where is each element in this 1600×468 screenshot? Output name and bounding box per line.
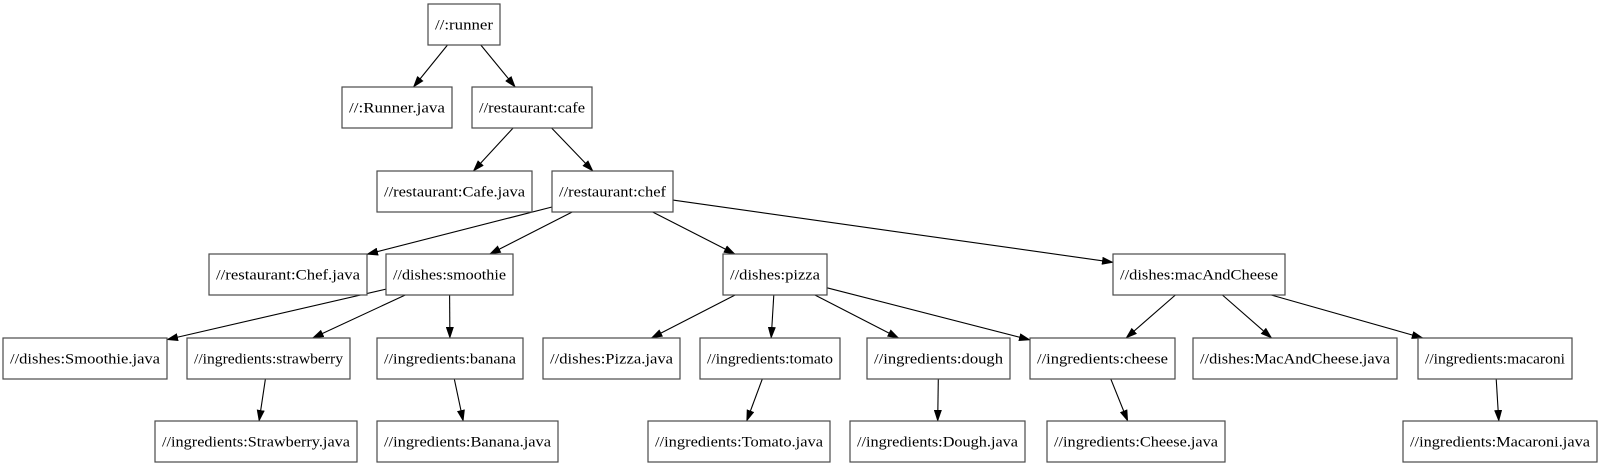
graph-node-banana_java: //ingredients:Banana.java (376, 420, 559, 463)
node-box-cheese (1029, 337, 1176, 380)
node-label-runner: //:runner (435, 18, 493, 34)
node-label-dough: //ingredients:dough (874, 352, 1004, 368)
edge-cheese-to-cheese_java (1110, 378, 1129, 422)
node-label-strawberry: //ingredients:strawberry (194, 352, 344, 368)
node-box-chef (551, 170, 674, 213)
edge-cafe-to-cafe_java (472, 127, 514, 172)
edge-chef-to-mac_and_cheese (672, 199, 1114, 265)
nodes-layer: //:runner //:Runner.java //restaurant:cafe… (2, 3, 1598, 463)
node-label-tomato_java: //ingredients:Tomato.java (655, 435, 823, 451)
graph-node-strawberry: //ingredients:strawberry (186, 337, 351, 380)
graph-node-tomato_java: //ingredients:Tomato.java (647, 420, 831, 463)
graph-node-runner_java: //:Runner.java (341, 86, 453, 129)
graph-node-mac_and_cheese: //dishes:macAndCheese (1112, 253, 1286, 296)
edge-pizza-to-dough (814, 294, 900, 339)
graph-node-cheese: //ingredients:cheese (1029, 337, 1176, 380)
node-label-macaroni_java: //ingredients:Macaroni.java (1410, 435, 1590, 451)
graph-node-smoothie: //dishes:smoothie (385, 253, 514, 296)
node-label-dough_java: //ingredients:Dough.java (857, 435, 1018, 451)
node-label-cheese: //ingredients:cheese (1037, 352, 1168, 368)
node-label-banana: //ingredients:banana (384, 352, 516, 368)
edge-mac_and_cheese-to-mac_and_cheese_java (1222, 294, 1273, 339)
graph-node-runner: //:runner (427, 3, 501, 46)
graph-node-macaroni: //ingredients:macaroni (1417, 337, 1573, 380)
node-label-banana_java: //ingredients:Banana.java (384, 435, 551, 451)
graph-node-banana: //ingredients:banana (376, 337, 524, 380)
edge-chef-to-smoothie (488, 211, 573, 255)
edge-pizza-to-pizza_java (650, 294, 736, 339)
node-box-mac_and_cheese_java (1192, 337, 1398, 380)
node-box-strawberry_java (154, 420, 358, 463)
node-label-cafe_java: //restaurant:Cafe.java (384, 185, 525, 201)
node-box-tomato (699, 337, 841, 380)
node-box-macaroni_java (1402, 420, 1598, 463)
node-label-macaroni: //ingredients:macaroni (1425, 352, 1565, 368)
edge-mac_and_cheese-to-macaroni (1271, 294, 1424, 339)
graph-node-cheese_java: //ingredients:Cheese.java (1046, 420, 1226, 463)
node-box-cafe_java (376, 170, 533, 213)
node-box-runner (427, 3, 501, 46)
edge-chef-to-chef_java (366, 206, 553, 256)
edge-strawberry-to-strawberry_java (256, 378, 266, 422)
node-box-dough (866, 337, 1011, 380)
edge-runner-to-runner_java (412, 44, 448, 88)
node-box-macaroni (1417, 337, 1573, 380)
node-label-mac_and_cheese_java: //dishes:MacAndCheese.java (1200, 352, 1390, 368)
graph-node-pizza: //dishes:pizza (722, 253, 828, 296)
edge-dough-to-dough_java (933, 378, 942, 422)
graph-node-dough: //ingredients:dough (866, 337, 1011, 380)
node-label-pizza: //dishes:pizza (730, 268, 820, 284)
node-box-pizza (722, 253, 828, 296)
edge-banana-to-banana_java (453, 378, 465, 422)
graph-node-tomato: //ingredients:tomato (699, 337, 841, 380)
node-box-runner_java (341, 86, 453, 129)
node-label-runner_java: //:Runner.java (349, 101, 445, 117)
edge-cafe-to-chef (551, 127, 594, 172)
node-label-smoothie: //dishes:smoothie (393, 268, 506, 284)
node-box-chef_java (208, 253, 368, 296)
edge-smoothie-to-smoothie_java (166, 288, 387, 342)
node-label-cheese_java: //ingredients:Cheese.java (1054, 435, 1218, 451)
edge-smoothie-to-strawberry (311, 294, 406, 339)
edge-pizza-to-cheese (826, 287, 1031, 342)
node-box-cheese_java (1046, 420, 1226, 463)
graph-node-mac_and_cheese_java: //dishes:MacAndCheese.java (1192, 337, 1398, 380)
node-box-dough_java (849, 420, 1026, 463)
graph-node-strawberry_java: //ingredients:Strawberry.java (154, 420, 358, 463)
node-label-mac_and_cheese: //dishes:macAndCheese (1120, 268, 1278, 284)
node-box-mac_and_cheese (1112, 253, 1286, 296)
edge-tomato-to-tomato_java (746, 378, 763, 422)
node-box-cafe (471, 86, 593, 129)
edge-runner-to-cafe (480, 44, 516, 88)
node-label-cafe: //restaurant:cafe (479, 101, 585, 117)
graph-node-cafe_java: //restaurant:Cafe.java (376, 170, 533, 213)
graph-node-chef: //restaurant:chef (551, 170, 674, 213)
node-box-tomato_java (647, 420, 831, 463)
graph-node-macaroni_java: //ingredients:Macaroni.java (1402, 420, 1598, 463)
node-label-strawberry_java: //ingredients:Strawberry.java (162, 435, 350, 451)
edge-pizza-to-tomato (767, 294, 776, 339)
node-box-banana (376, 337, 524, 380)
node-label-chef: //restaurant:chef (559, 185, 666, 201)
graph-node-cafe: //restaurant:cafe (471, 86, 593, 129)
node-box-smoothie_java (2, 337, 168, 380)
node-box-pizza_java (542, 337, 681, 380)
graph-node-smoothie_java: //dishes:Smoothie.java (2, 337, 168, 380)
graph-node-chef_java: //restaurant:Chef.java (208, 253, 368, 296)
node-label-tomato: //ingredients:tomato (707, 352, 833, 368)
edge-mac_and_cheese-to-cheese (1125, 294, 1176, 339)
graph-node-dough_java: //ingredients:Dough.java (849, 420, 1026, 463)
node-box-banana_java (376, 420, 559, 463)
edge-chef-to-pizza (652, 211, 736, 255)
graph-node-pizza_java: //dishes:Pizza.java (542, 337, 681, 380)
edges-layer (166, 44, 1503, 422)
node-label-smoothie_java: //dishes:Smoothie.java (10, 352, 160, 368)
node-label-pizza_java: //dishes:Pizza.java (550, 352, 673, 368)
node-box-smoothie (385, 253, 514, 296)
node-label-chef_java: //restaurant:Chef.java (216, 268, 360, 284)
node-box-strawberry (186, 337, 351, 380)
edge-macaroni-to-macaroni_java (1494, 378, 1503, 422)
